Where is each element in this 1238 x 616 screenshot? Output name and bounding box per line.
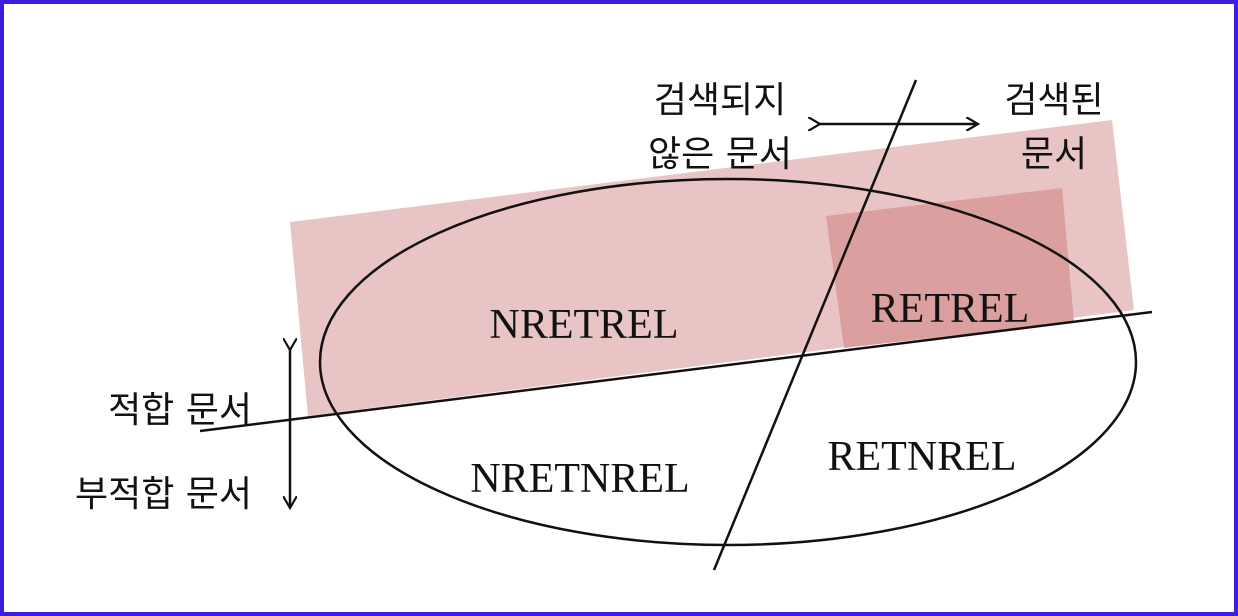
document-collection-ellipse — [318, 177, 1138, 547]
retnrel-label: RETNREL — [828, 434, 1017, 480]
relevant-documents-label: 적합 문서 — [108, 390, 252, 431]
unretrieved-label-line2: 않은 문서 — [648, 134, 792, 175]
retrieved-label-line1: 검색된 — [1004, 80, 1103, 121]
relevance-boundary-line — [199, 310, 1153, 433]
retrel-label: RETREL — [871, 286, 1030, 332]
retrieval-venn-diagram: 검색되지 않은 문서 검색된 문서 적합 문서 부적합 문서 NRETREL R… — [75, 79, 1153, 571]
relevant-documents-band — [290, 120, 1134, 416]
retrieved-relevant-region — [826, 188, 1074, 348]
nonrelevant-documents-label: 부적합 문서 — [75, 474, 252, 515]
nretrel-label: NRETREL — [490, 302, 679, 348]
nretnrel-label: NRETNREL — [470, 456, 689, 502]
retrieval-boundary-line — [712, 79, 918, 571]
unretrieved-label-line1: 검색되지 — [654, 80, 786, 121]
retrieved-label-line2: 문서 — [1021, 134, 1087, 175]
